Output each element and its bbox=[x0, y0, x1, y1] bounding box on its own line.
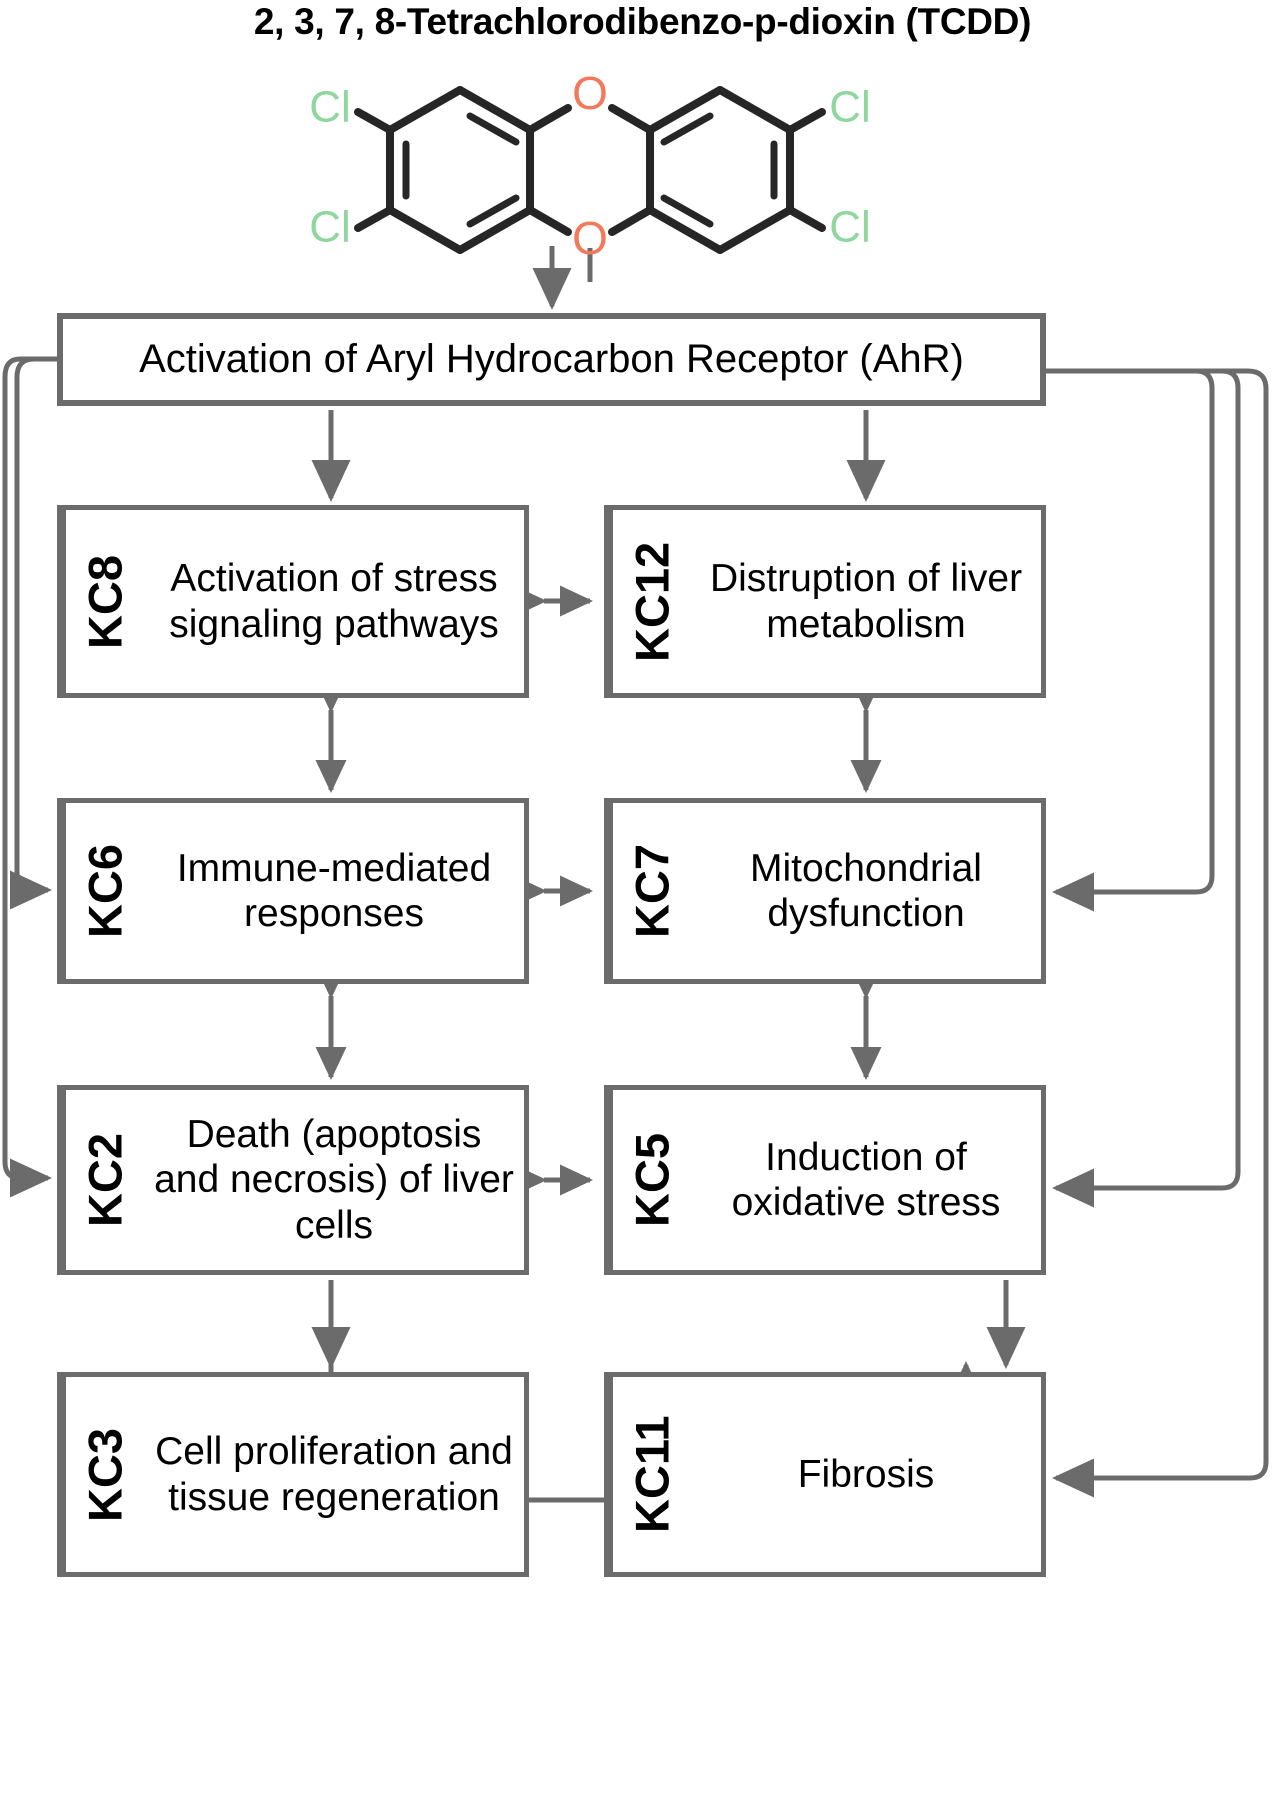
edge-ahr-to-kc2-feedback bbox=[2, 356, 57, 1198]
node-kc8-label: Activation of stress signaling pathways bbox=[169, 557, 499, 646]
atom-label-o-bottom: O bbox=[572, 212, 608, 264]
node-kc11-label: Fibrosis bbox=[797, 1452, 935, 1496]
node-kc7-label: Mitochondrial dysfunction bbox=[750, 846, 982, 935]
atom-label-o-top: O bbox=[572, 67, 608, 119]
node-kc7[interactable]: KC7 Mitochondrial dysfunction bbox=[604, 798, 1046, 984]
node-kc3-label: Cell proliferation and tissue regenerati… bbox=[155, 1430, 513, 1519]
node-ahr[interactable]: Activation of Aryl Hydrocarbon Receptor … bbox=[57, 313, 1046, 406]
atom-label-cl-bottom-left: Cl bbox=[309, 203, 351, 252]
node-kc7-tag: KC7 bbox=[609, 803, 691, 979]
tcdd-structure: Cl Cl Cl Cl O O bbox=[309, 67, 871, 282]
node-kc2-label: Death (apoptosis and necrosis) of liver … bbox=[154, 1113, 514, 1247]
node-kc6-label: Immune-mediated responses bbox=[176, 846, 492, 935]
node-kc3-tag: KC3 bbox=[62, 1377, 144, 1572]
node-kc8-tag: KC8 bbox=[62, 510, 144, 693]
atom-label-cl-bottom-right: Cl bbox=[829, 203, 871, 252]
edge-ahr-to-kc6-feedback bbox=[10, 356, 57, 910]
node-kc11-tag: KC11 bbox=[609, 1377, 691, 1572]
node-kc12-tag: KC12 bbox=[609, 510, 691, 693]
node-kc6-tag: KC6 bbox=[62, 803, 144, 979]
atom-label-cl-top-left: Cl bbox=[309, 83, 351, 132]
node-kc3[interactable]: KC3 Cell proliferation and tissue regene… bbox=[57, 1372, 529, 1577]
node-kc2[interactable]: KC2 Death (apoptosis and necrosis) of li… bbox=[57, 1085, 529, 1275]
node-kc2-tag: KC2 bbox=[62, 1090, 144, 1270]
page-title: 2, 3, 7, 8-Tetrachlorodibenzo-p-dioxin (… bbox=[253, 1, 1032, 42]
edge-ahr-to-kc7-feedback bbox=[1046, 368, 1215, 912]
node-kc8[interactable]: KC8 Activation of stress signaling pathw… bbox=[57, 505, 529, 698]
edge-ahr-to-kc11-feedback bbox=[1046, 368, 1269, 1498]
node-kc5-tag: KC5 bbox=[609, 1090, 691, 1270]
node-kc11[interactable]: KC11 Fibrosis bbox=[604, 1372, 1046, 1577]
node-kc5-label: Induction of oxidative stress bbox=[731, 1135, 1001, 1224]
node-kc5[interactable]: KC5 Induction of oxidative stress bbox=[604, 1085, 1046, 1275]
node-ahr-label: Activation of Aryl Hydrocarbon Receptor … bbox=[139, 337, 964, 382]
edge-ahr-to-kc5-feedback bbox=[1046, 368, 1241, 1208]
atom-label-cl-top-right: Cl bbox=[829, 83, 871, 132]
node-kc6[interactable]: KC6 Immune-mediated responses bbox=[57, 798, 529, 984]
node-kc12-label: Distruption of liver metabolism bbox=[709, 557, 1023, 646]
node-kc12[interactable]: KC12 Distruption of liver metabolism bbox=[604, 505, 1046, 698]
